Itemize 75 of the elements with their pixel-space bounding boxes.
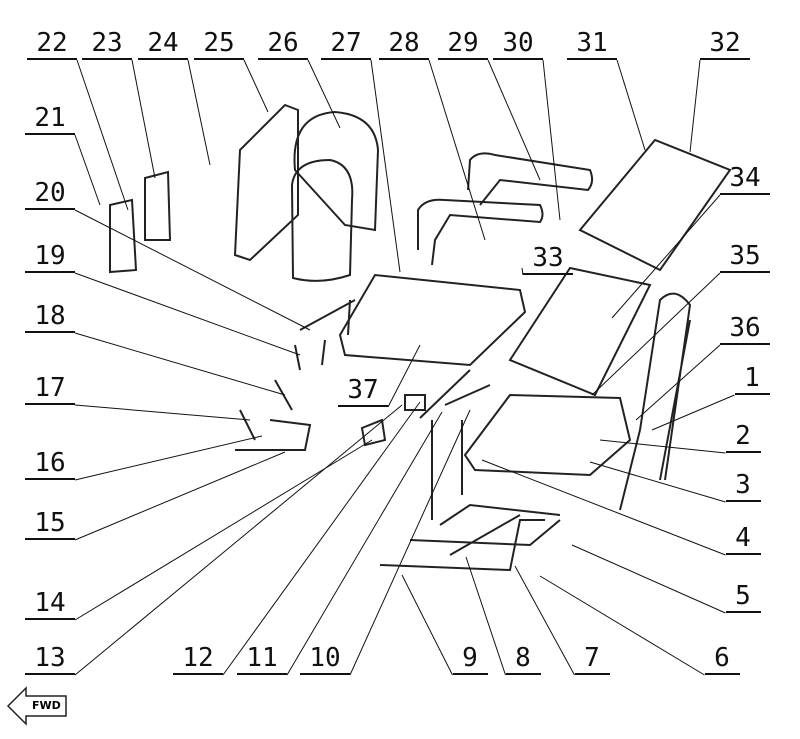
callout-number: 15 [25, 508, 75, 540]
leader-line [188, 60, 210, 166]
leader-line [350, 410, 470, 676]
leader-line [466, 556, 506, 676]
leader-line [402, 574, 453, 676]
leader-line [482, 460, 726, 556]
leader-line [540, 576, 705, 676]
leader-line [542, 60, 560, 220]
leader-line [308, 60, 340, 128]
callout-number: 7 [574, 643, 610, 675]
leader-line [286, 412, 442, 676]
callout-number: 26 [258, 28, 308, 60]
callout-number: 8 [506, 643, 540, 675]
leader-line [74, 332, 286, 396]
callout-number: 31 [567, 28, 617, 60]
leader-line [74, 436, 262, 480]
leader-line [428, 60, 486, 240]
callout-number: 34 [720, 163, 770, 195]
callout-number: 19 [25, 241, 75, 273]
callout-number: 5 [726, 581, 760, 613]
leader-line [222, 402, 420, 676]
leader-line [74, 404, 250, 420]
callout-number: 4 [726, 523, 760, 555]
callout-number: 27 [321, 28, 371, 60]
callout-number: 37 [338, 375, 388, 407]
callout-number: 28 [379, 28, 429, 60]
leader-line [690, 60, 700, 152]
leader-line [600, 440, 726, 454]
leader-line [388, 344, 420, 408]
callout-number: 6 [704, 643, 740, 675]
leader-line [76, 60, 128, 210]
callout-number: 14 [25, 588, 75, 620]
leader-line [652, 394, 735, 430]
leader-line [572, 544, 726, 614]
leader-line [370, 60, 400, 272]
leader-line [514, 566, 575, 676]
leader-line [74, 134, 100, 206]
callout-number: 25 [194, 28, 244, 60]
leader-line [592, 272, 720, 396]
callout-number: 22 [27, 28, 77, 60]
leader-line [74, 272, 300, 356]
leader-line [74, 452, 286, 540]
callout-number: 10 [300, 643, 350, 675]
callout-number: 35 [720, 241, 770, 273]
callout-number: 30 [493, 28, 543, 60]
callout-number: 24 [138, 28, 188, 60]
leader-line [612, 194, 720, 318]
callout-number: 29 [438, 28, 488, 60]
leader-line [522, 268, 524, 276]
callout-number: 11 [237, 643, 287, 675]
leader-line [244, 60, 268, 112]
callout-number: 33 [523, 243, 573, 275]
callout-number: 9 [452, 643, 488, 675]
leader-line [74, 440, 372, 620]
leader-line [132, 60, 156, 178]
callout-number: 21 [25, 103, 75, 135]
callout-number: 1 [734, 363, 770, 395]
leader-line [74, 210, 310, 330]
callout-number: 2 [726, 421, 760, 453]
leader-line [590, 462, 726, 502]
callout-number: 3 [726, 470, 760, 502]
callout-number: 18 [25, 301, 75, 333]
leader-line [636, 344, 720, 420]
direction-label: FWD [32, 699, 61, 713]
callout-number: 16 [25, 448, 75, 480]
callout-number: 13 [25, 643, 75, 675]
leader-line [616, 60, 646, 150]
leader-line [74, 404, 402, 676]
callout-number: 36 [720, 313, 770, 345]
callout-number: 12 [173, 643, 223, 675]
callout-number: 32 [700, 28, 750, 60]
callout-number: 17 [25, 373, 75, 405]
callout-number: 20 [25, 178, 75, 210]
callout-number: 23 [82, 28, 132, 60]
leader-line [488, 60, 540, 180]
